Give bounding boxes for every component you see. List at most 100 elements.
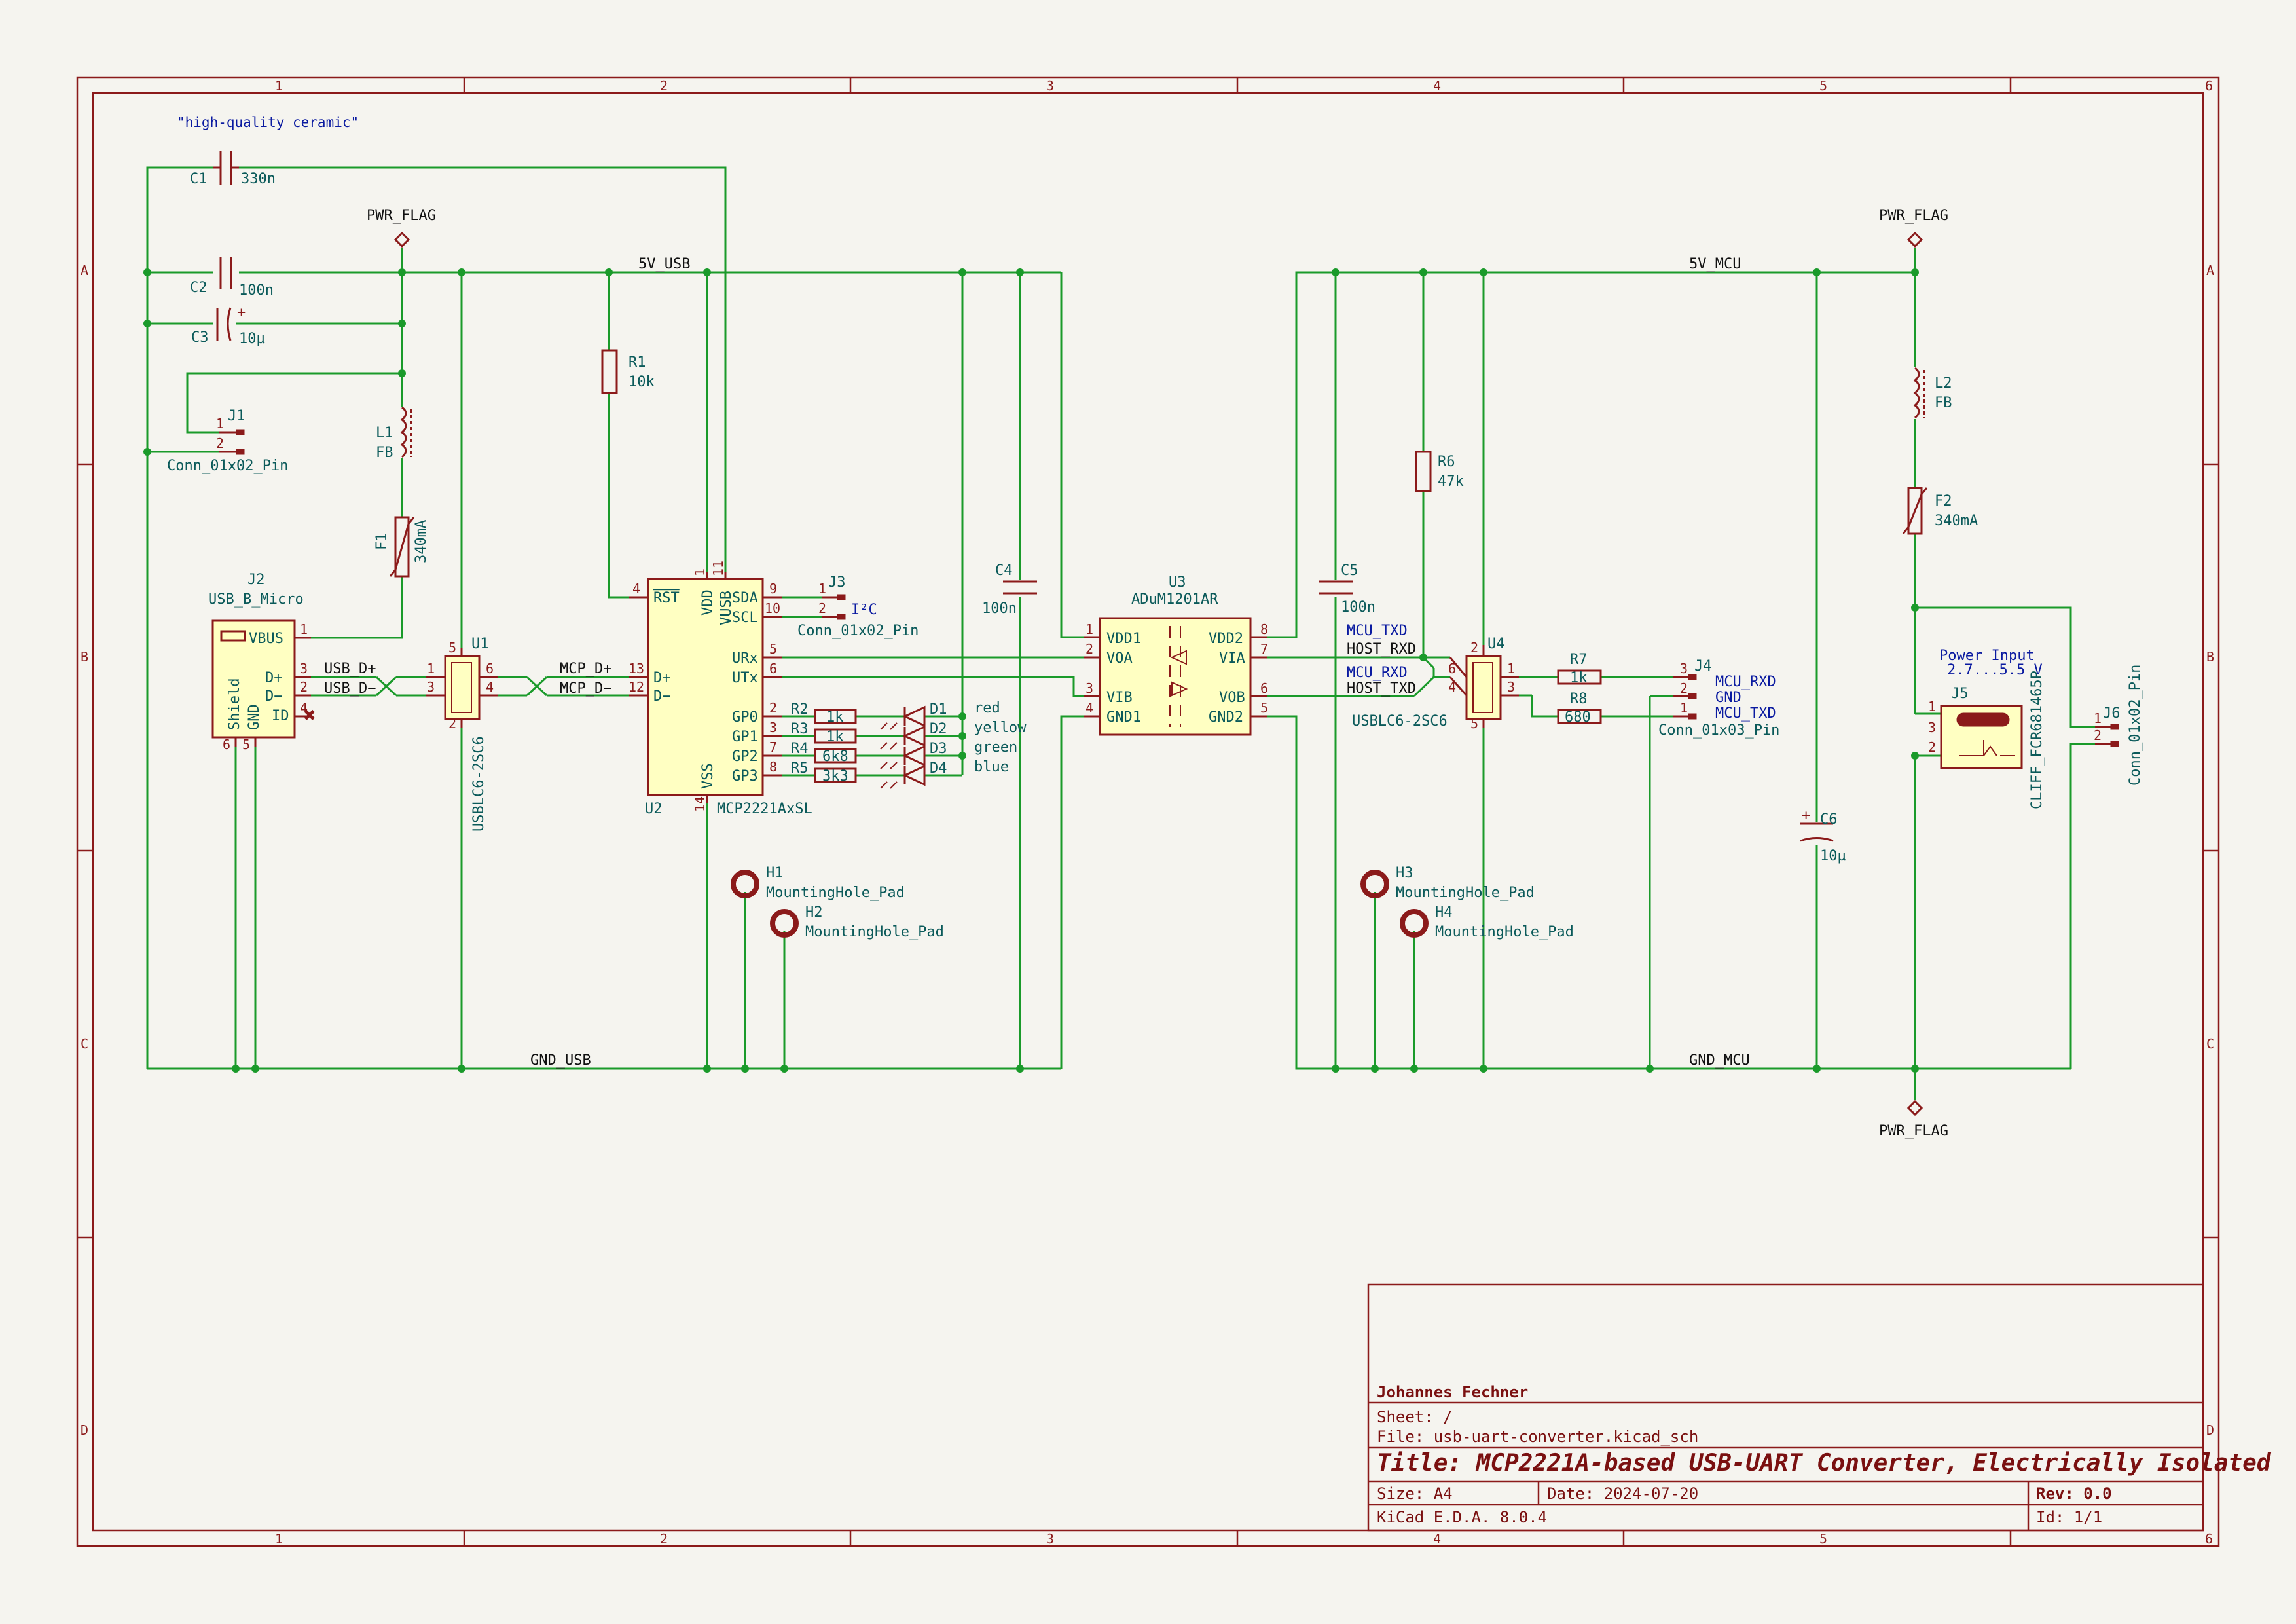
component-ref: C2 xyxy=(190,280,208,296)
wires-mcu-side xyxy=(1267,248,2095,1100)
component-value: FB xyxy=(376,445,393,461)
svg-text:11: 11 xyxy=(710,561,726,576)
component-value: 340mA xyxy=(413,520,429,563)
wires-usb-side xyxy=(146,166,1100,1070)
file-name: File: usb-uart-converter.kicad_sch xyxy=(1377,1428,1698,1446)
component-value: 1k xyxy=(826,709,844,726)
component-value: FB xyxy=(1935,395,1952,411)
title-block: Johannes Fechner Sheet: / File: usb-uart… xyxy=(1367,1283,2272,1532)
component-ref: L1 xyxy=(376,425,393,441)
pin-name: GND2 xyxy=(1209,709,1243,726)
net-label-mcp-dm: MCP_D− xyxy=(560,680,611,697)
svg-text:3: 3 xyxy=(427,679,435,695)
component-label: I²C xyxy=(851,602,877,618)
capacitor-c2: C2 100n xyxy=(190,257,274,299)
svg-text:1: 1 xyxy=(1507,661,1515,676)
component-value: ADuM1201AR xyxy=(1131,591,1218,608)
net-label-5v-mcu: 5V_MCU xyxy=(1689,256,1741,272)
svg-text:5: 5 xyxy=(769,641,777,657)
component-ref: U2 xyxy=(645,801,663,817)
sheet-frame xyxy=(76,76,2220,1547)
component-value: red xyxy=(974,700,1000,716)
net-label-usb-dp: USB_D+ xyxy=(324,661,376,677)
pin-name: GP0 xyxy=(732,709,758,726)
pin-name: GND xyxy=(246,704,263,730)
svg-text:1: 1 xyxy=(300,621,308,637)
col-label-top: 5 xyxy=(1819,78,1827,94)
component-note: "high-quality ceramic" xyxy=(177,115,359,130)
pin-name: URx xyxy=(732,650,758,667)
component-ref: R8 xyxy=(1570,691,1588,707)
component-value: 100n xyxy=(982,600,1017,617)
tvs-array-u4: 6 4 1 3 2 5 U4 USBLC6-2SC6 xyxy=(1352,636,1519,731)
pin-name: SDA xyxy=(732,590,758,606)
component-ref: J6 xyxy=(2103,705,2121,722)
pin-name: GP1 xyxy=(732,729,758,745)
svg-text:1: 1 xyxy=(818,581,826,597)
pin-name: VDD2 xyxy=(1209,631,1243,647)
tool-version: KiCad E.D.A. 8.0.4 xyxy=(1377,1508,1547,1526)
row-label-right: B xyxy=(2206,649,2214,665)
date: Date: 2024-07-20 xyxy=(1547,1485,1698,1503)
svg-text:2: 2 xyxy=(1928,739,1936,755)
svg-text:5: 5 xyxy=(1260,700,1268,716)
led-d3: D3 green xyxy=(880,739,1017,769)
component-note: 2.7...5.5 V xyxy=(1947,662,2043,678)
component-ref: C3 xyxy=(191,329,209,346)
svg-text:5: 5 xyxy=(448,640,456,655)
svg-text:3: 3 xyxy=(300,661,308,676)
svg-text:+: + xyxy=(237,304,246,321)
pin-name: VIA xyxy=(1219,650,1245,667)
col-label-bottom: 3 xyxy=(1046,1531,1054,1547)
svg-text:1: 1 xyxy=(216,416,224,432)
author: Johannes Fechner xyxy=(1377,1383,1528,1401)
svg-text:2: 2 xyxy=(1085,641,1093,657)
ferrite-l2: L2 FB xyxy=(1913,367,1952,419)
svg-text:2: 2 xyxy=(1470,640,1478,655)
component-ref: U4 xyxy=(1487,636,1505,652)
component-value: USB_B_Micro xyxy=(208,591,304,608)
row-label-left: C xyxy=(81,1036,88,1052)
svg-text:6: 6 xyxy=(1448,661,1456,676)
usb-uart-ic-u2: RST D+ D− VDD VUSB SDA SCL URx UTx GP0 G… xyxy=(629,561,812,817)
component-ref: J2 xyxy=(247,572,265,588)
component-value: 1k xyxy=(1570,670,1588,686)
net-label-host-rxd: HOST_RXD xyxy=(1347,641,1416,657)
svg-text:14: 14 xyxy=(692,796,708,812)
pwr-flag-label: PWR_FLAG xyxy=(1879,208,1948,224)
svg-text:6: 6 xyxy=(486,661,494,676)
net-label-mcu-txd: MCU_TXD xyxy=(1347,623,1408,639)
svg-text:3: 3 xyxy=(1085,680,1093,696)
capacitor-c5: C5 100n xyxy=(1319,563,1376,616)
pwr-flag-1: PWR_FLAG xyxy=(367,208,436,248)
mounting-hole-h4: H4 MountingHole_Pad xyxy=(1400,904,1574,940)
component-value: blue xyxy=(974,759,1009,775)
component-value: yellow xyxy=(974,720,1027,736)
pwr-flag-label: PWR_FLAG xyxy=(1879,1123,1948,1139)
svg-text:2: 2 xyxy=(2094,728,2102,743)
svg-text:+: + xyxy=(1802,807,1810,824)
svg-text:3: 3 xyxy=(769,720,777,735)
component-ref: R5 xyxy=(791,760,809,777)
capacitor-c1: C1 330n "high-quality ceramic" xyxy=(177,115,359,187)
svg-text:3: 3 xyxy=(1928,720,1936,735)
svg-text:8: 8 xyxy=(769,759,777,775)
component-ref: C5 xyxy=(1341,563,1358,579)
component-value: MCP2221AxSL xyxy=(717,801,812,817)
capacitor-c3: C3 10µ + xyxy=(191,304,265,347)
pin-name: VOB xyxy=(1219,690,1245,706)
revision: Rev: 0.0 xyxy=(2036,1485,2112,1503)
component-ref: J4 xyxy=(1694,658,1712,674)
component-value: USBLC6-2SC6 xyxy=(1352,713,1448,729)
ferrite-l1: L1 FB xyxy=(376,406,412,461)
fuse-f2: F2 340mA xyxy=(1902,487,1978,535)
svg-text:1: 1 xyxy=(2094,710,2102,726)
svg-text:12: 12 xyxy=(629,679,644,695)
svg-text:2: 2 xyxy=(216,435,224,451)
component-ref: H1 xyxy=(766,865,784,881)
fuse-f1: F1 340mA xyxy=(374,516,429,578)
component-value: USBLC6-2SC6 xyxy=(471,736,487,832)
component-value: 10µ xyxy=(239,331,265,347)
row-label-right: C xyxy=(2206,1036,2214,1052)
pin-name: SCL xyxy=(732,610,758,626)
